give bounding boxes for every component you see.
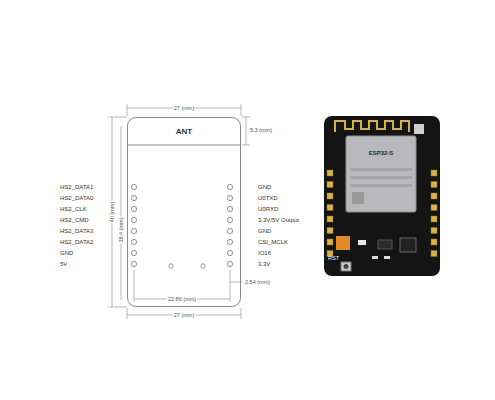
- pin-name: 3.3V: [258, 261, 270, 268]
- header-pin: [431, 205, 437, 211]
- dimension: 5.3 (mm): [249, 127, 273, 134]
- pin-hole: [227, 239, 232, 244]
- dimension: 27 (mm): [173, 312, 195, 319]
- antenna-label: ANT: [128, 118, 240, 136]
- header-pin: [327, 193, 333, 199]
- pin-name: GND: [258, 184, 271, 191]
- pin-hole: [227, 184, 232, 189]
- pin-hole: [227, 206, 232, 211]
- header-pin: [327, 228, 333, 234]
- pin-name: HS2_CLK: [60, 206, 87, 213]
- header-pin: [431, 193, 437, 199]
- pin-name: 5V: [60, 261, 67, 268]
- header-pin: [431, 170, 437, 176]
- pin-name: GND: [258, 228, 271, 235]
- pin-name: GND: [60, 250, 73, 257]
- header-pin: [431, 216, 437, 222]
- pin-name: IO16: [258, 250, 271, 257]
- dimension: 38.4 (mm): [118, 216, 125, 243]
- header-pin: [327, 216, 333, 222]
- header-pin: [431, 182, 437, 188]
- pin-name: CSI_MCLK: [258, 239, 288, 246]
- header-pin: [327, 205, 333, 211]
- header-pin: [327, 239, 333, 245]
- pin-name: HS2_CMD: [60, 217, 89, 224]
- pin-hole: [227, 228, 232, 233]
- header-pin: [431, 251, 437, 257]
- pin-name: HS2_DATA0: [60, 195, 93, 202]
- antenna-band-line: [127, 145, 241, 146]
- button-label: RST: [328, 255, 339, 262]
- pin-hole: [131, 228, 136, 233]
- pin-hole: [131, 217, 136, 222]
- pin-name: HS2_DATA2: [60, 239, 93, 246]
- mount-hole: [169, 264, 173, 268]
- mount-hole: [201, 264, 205, 268]
- pin-hole: [131, 206, 136, 211]
- module-marking: ESP32-S: [369, 150, 394, 157]
- header-pin: [327, 182, 333, 188]
- pin-hole: [131, 239, 136, 244]
- pin-hole: [227, 195, 232, 200]
- pin-hole: [131, 195, 136, 200]
- dimension: 2.54 (mm): [244, 279, 271, 286]
- pin-name: 3.3V/5V Output: [258, 217, 299, 224]
- pin-hole: [227, 250, 232, 255]
- dimension: 40 (mm): [109, 201, 116, 223]
- pin-hole: [227, 261, 232, 266]
- dimension-lines: [108, 104, 250, 319]
- pin-holes: [131, 184, 232, 266]
- pin-name: HS2_DATA3: [60, 228, 93, 235]
- header-pin: [327, 170, 333, 176]
- pin-hole: [131, 250, 136, 255]
- dimension: 22.86 (mm): [167, 296, 197, 303]
- pin-hole: [131, 184, 136, 189]
- pin-name: HS2_DATA1: [60, 184, 93, 191]
- pin-hole: [131, 261, 136, 266]
- pin-name: U0TXD: [258, 195, 278, 202]
- dimension: 27 (mm): [173, 105, 195, 112]
- header-pin: [431, 228, 437, 234]
- pin-hole: [227, 217, 232, 222]
- header-pin: [431, 239, 437, 245]
- pin-name: U0RXD: [258, 206, 278, 213]
- board-photo: [324, 116, 440, 276]
- board-outline: ANT: [127, 117, 241, 307]
